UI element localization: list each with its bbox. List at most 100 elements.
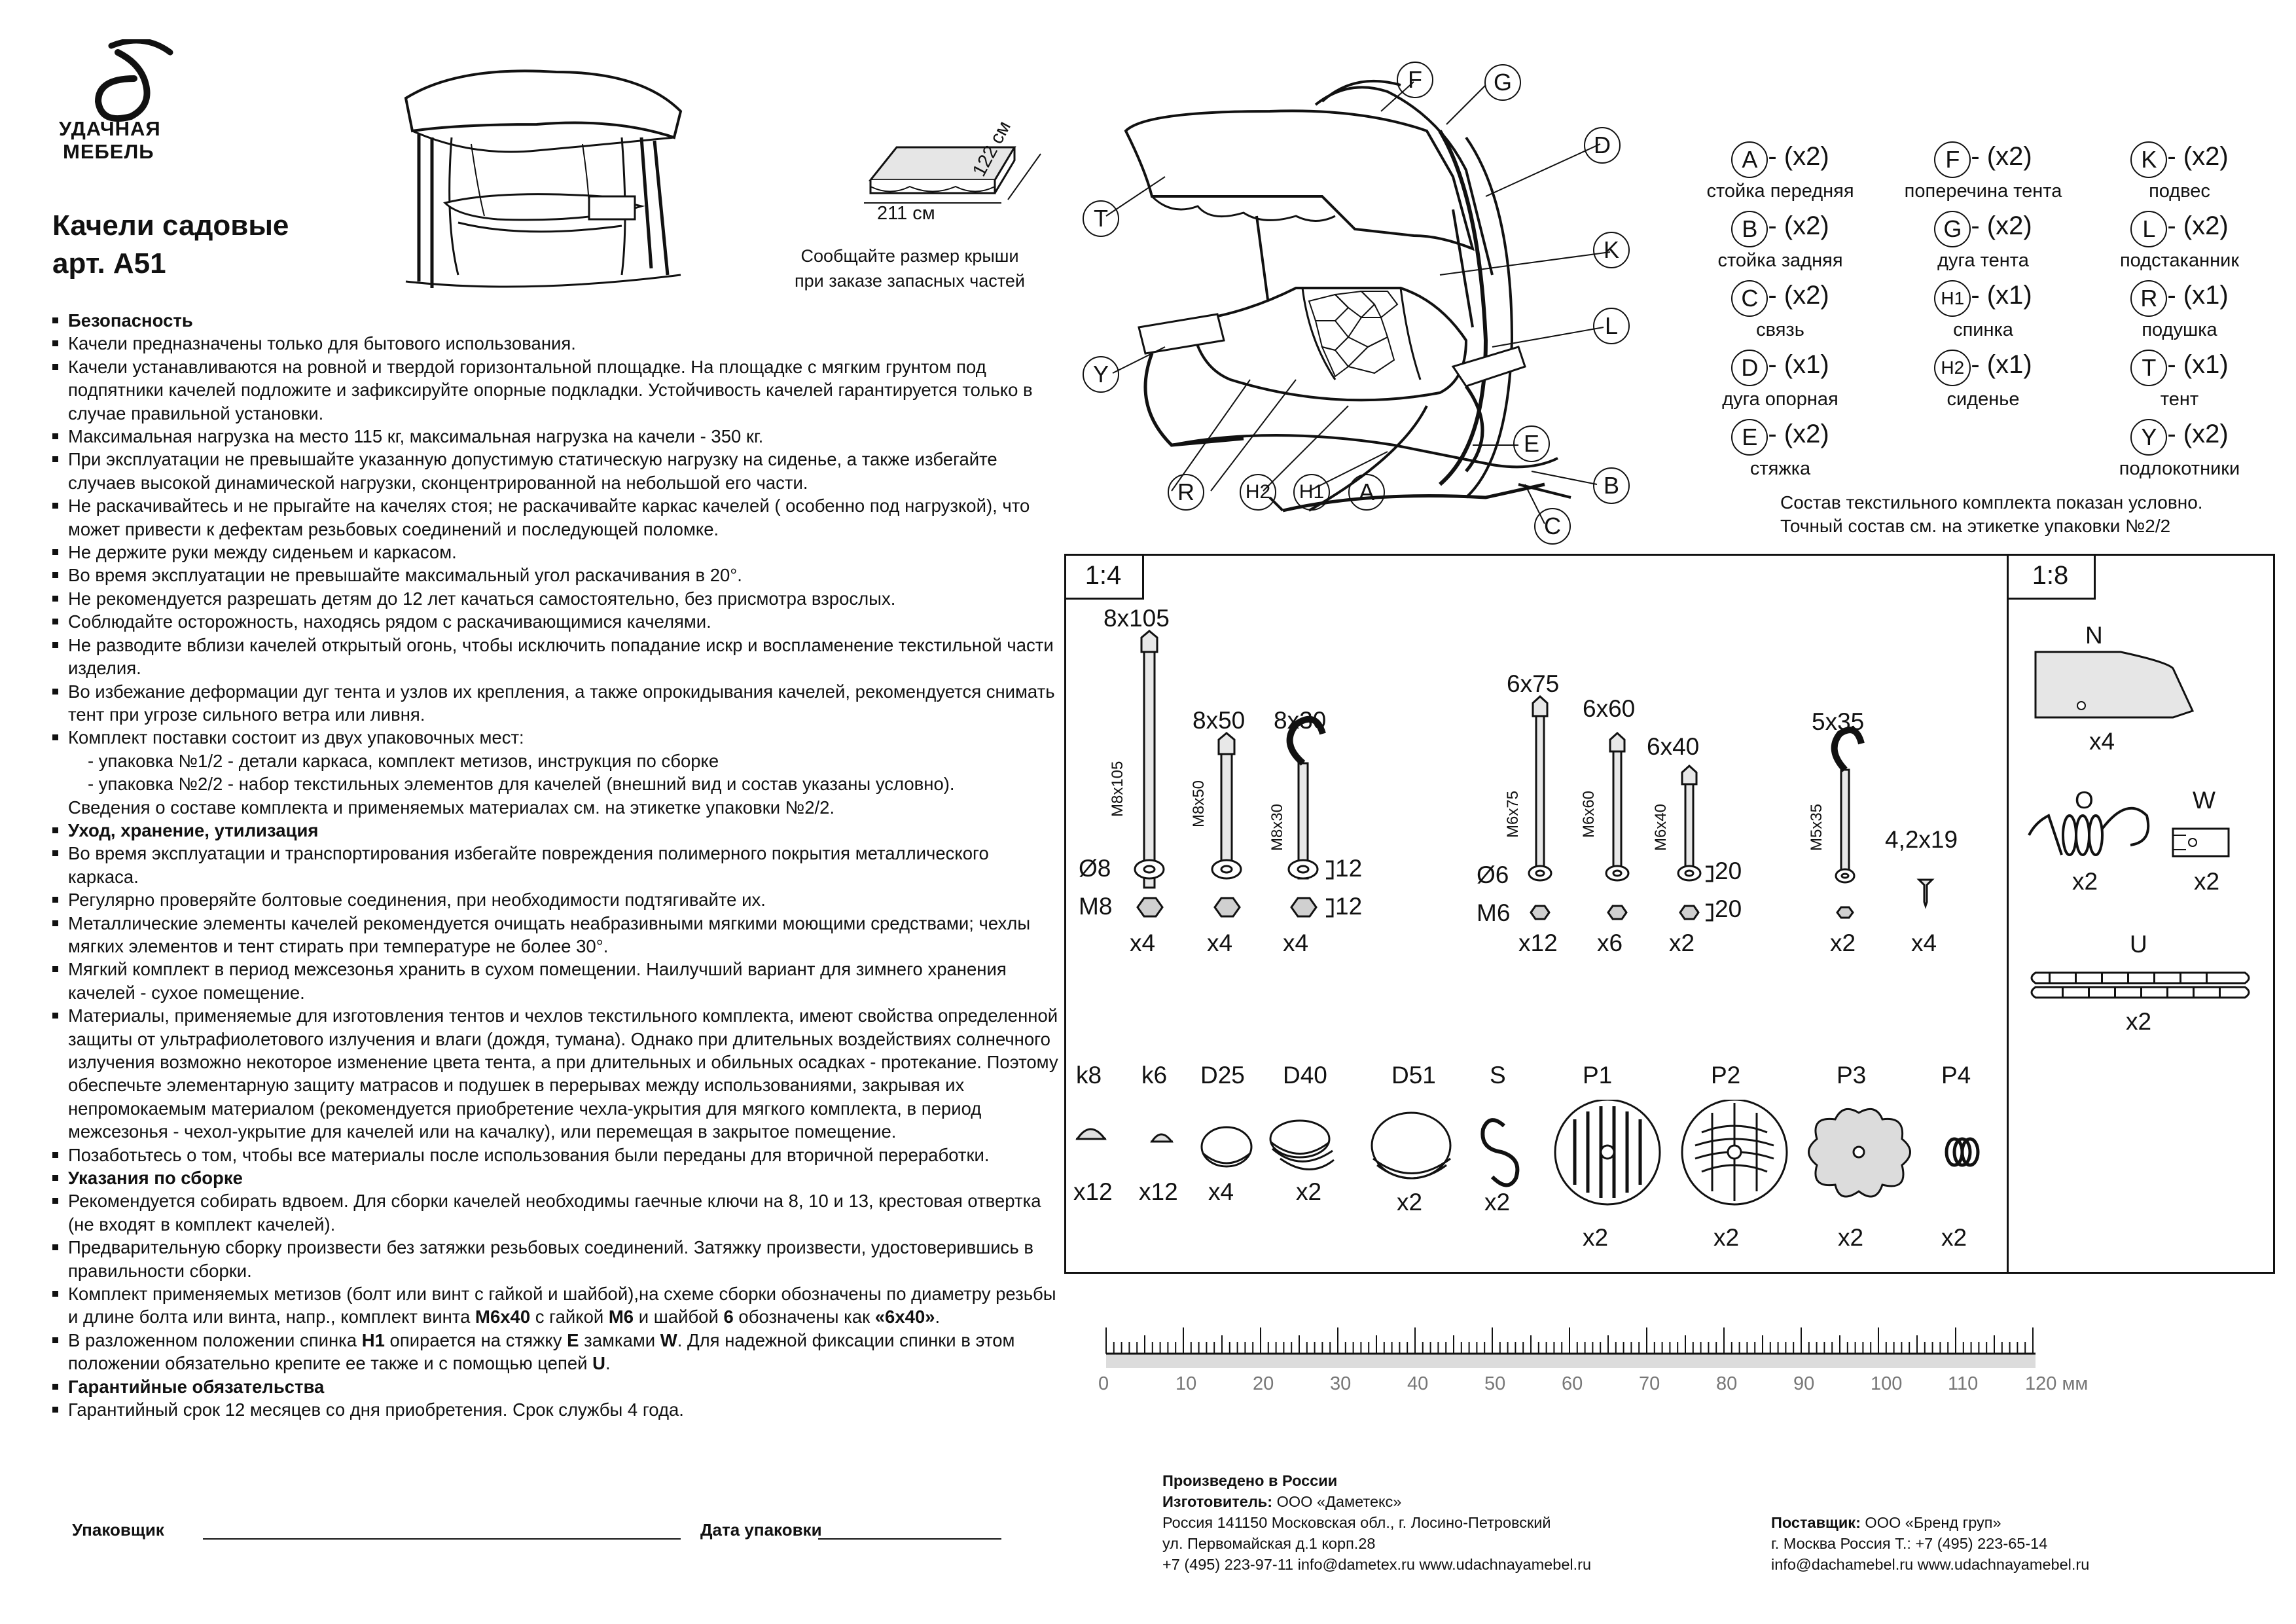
- instructions-text: Безопасность Качели предназначены только…: [51, 309, 1059, 1422]
- packer-label: Упаковщик: [72, 1520, 164, 1540]
- rule-item: Не держите руки между сиденьем и каркасо…: [51, 541, 1059, 564]
- cap-label: P2: [1711, 1062, 1741, 1089]
- nut-label-m8: M8: [1079, 893, 1113, 920]
- bolt-mark-m8x30: M8x30: [1268, 803, 1286, 851]
- callout-l: L: [1593, 308, 1630, 344]
- manufacturer-address-1: Россия 141150 Московская обл., г. Лосино…: [1162, 1514, 1551, 1531]
- callout-b: B: [1593, 467, 1630, 504]
- legend-item-b: B- (x2) стойка задняя: [1717, 211, 1843, 271]
- bolt-label-6x40: 6х40: [1647, 733, 1700, 760]
- washer-label-d6: Ø6: [1477, 861, 1509, 888]
- part-qty-u: x2: [2126, 1008, 2152, 1035]
- callout-t: T: [1083, 200, 1119, 237]
- bracket-washers-12: 12: [1335, 855, 1363, 882]
- roof-size-illustration: [864, 146, 1041, 204]
- rule-item: Рекомендуется собирать вдвоем. Для сборк…: [51, 1189, 1059, 1236]
- product-title: Качели садовые: [52, 209, 289, 242]
- screw-label-4-2x19: 4,2х19: [1885, 826, 1958, 853]
- cap-label: P1: [1583, 1062, 1613, 1089]
- packer-signature-line: [203, 1538, 681, 1540]
- bolt-label-8x30: 8х30: [1274, 707, 1327, 734]
- care-heading: Уход, хранение, утилизация: [51, 819, 1059, 842]
- roof-note-line1: Сообщайте размер крыши: [800, 246, 1019, 266]
- rule-subitem: - упаковка №2/2 - набор текстильных элем…: [88, 774, 955, 795]
- measuring-ruler: [1105, 1327, 2036, 1368]
- supplier-info: Поставщик: ООО «Бренд груп» г. Москва Ро…: [1771, 1512, 2269, 1575]
- ruler-tick-label: 30: [1330, 1373, 1352, 1394]
- ruler-tick-label: 120 мм: [2025, 1373, 2089, 1394]
- legend-item-k: K- (x2) подвес: [2081, 141, 2278, 202]
- callout-k: K: [1593, 232, 1630, 268]
- rule-item: Материалы, применяемые для изготовления …: [51, 1004, 1059, 1143]
- part-qty-o: x2: [2072, 868, 2098, 895]
- cap-qty: x12: [1073, 1178, 1113, 1205]
- ruler-tick-label: 80: [1716, 1373, 1738, 1394]
- pack-date-line: [818, 1538, 1001, 1540]
- part-label-w: W: [2193, 787, 2215, 814]
- rule-item: Гарантийный срок 12 месяцев со дня приоб…: [51, 1398, 1059, 1421]
- bracket-nuts-20: 20: [1715, 895, 1742, 922]
- legend-item-e: E- (x2) стяжка: [1682, 419, 1878, 480]
- ruler-tick-label: 70: [1639, 1373, 1660, 1394]
- cap-label: D40: [1283, 1062, 1327, 1089]
- manufacturer: Изготовитель: ООО «Даметекс»: [1162, 1493, 1402, 1510]
- legend-item-r: R- (x1) подушка: [2081, 280, 2278, 341]
- bolt-mark-m5x35: M5x35: [1808, 803, 1825, 851]
- brand-logo-icon: [94, 39, 173, 122]
- bolt-label-5x35: 5х35: [1812, 708, 1865, 735]
- bolt-qty: x4: [1283, 929, 1309, 956]
- manufacturer-address-2: ул. Первомайская д.1 корп.28: [1162, 1535, 1376, 1552]
- ruler-tick-label: 100: [1871, 1373, 1903, 1394]
- legend-item-d: D- (x1) дуга опорная: [1722, 350, 1839, 410]
- rule-subitem: - упаковка №1/2 - детали каркаса, компле…: [88, 750, 719, 771]
- brand-logo: УДАЧНАЯ МЕБЕЛЬ: [46, 39, 177, 170]
- callout-f: F: [1397, 62, 1433, 98]
- cap-qty: x2: [1397, 1189, 1423, 1216]
- rule-item: Комплект поставки состоит из двух упаков…: [51, 726, 1059, 749]
- warranty-heading: Гарантийные обязательства: [51, 1375, 1059, 1398]
- legend-item-h2: H2- (x1) сиденье: [1885, 350, 2081, 410]
- supplier-address: г. Москва Россия Т.: +7 (495) 223-65-14: [1771, 1535, 2048, 1552]
- cap-label: P3: [1837, 1062, 1867, 1089]
- cap-qty: x2: [1296, 1178, 1322, 1205]
- part-label-o: O: [2075, 787, 2094, 814]
- legend-item-t: T- (x1) тент: [2081, 350, 2278, 410]
- cap-label: S: [1490, 1062, 1506, 1089]
- producer-info: Произведено в России Изготовитель: ООО «…: [1162, 1470, 1751, 1575]
- bolt-qty: x12: [1518, 929, 1558, 956]
- cap-label: D25: [1200, 1062, 1245, 1089]
- callout-a: A: [1348, 474, 1385, 511]
- rule-item: Металлические элементы качелей рекоменду…: [51, 912, 1059, 958]
- ruler-tick-label: 10: [1175, 1373, 1197, 1394]
- rule-item: Предварительную сборку произвести без за…: [51, 1236, 1059, 1282]
- cap-qty: x2: [1583, 1224, 1609, 1251]
- rule-item: Соблюдайте осторожность, находясь рядом …: [51, 610, 1059, 633]
- cap-label: k8: [1076, 1062, 1102, 1089]
- part-qty-n: x4: [2089, 728, 2115, 755]
- rule-item: Во избежание деформации дуг тента и узло…: [51, 680, 1059, 727]
- bolt-mark-m6x40: M6x40: [1652, 803, 1670, 851]
- rule-item: Качели предназначены только для бытового…: [51, 332, 1059, 355]
- textile-note-line1: Состав текстильного комплекта показан ус…: [1780, 492, 2203, 513]
- callout-d: D: [1584, 127, 1621, 164]
- rule-item: Не раскачивайтесь и не прыгайте на качел…: [51, 494, 1059, 541]
- bolt-qty: x4: [1130, 929, 1156, 956]
- made-in-russia: Произведено в России: [1162, 1472, 1338, 1489]
- swing-thumbnail-illustration: [404, 69, 683, 288]
- cap-label: D51: [1391, 1062, 1436, 1089]
- callout-h1: H1: [1293, 474, 1330, 511]
- callout-c: C: [1534, 508, 1571, 545]
- callout-g: G: [1484, 64, 1521, 101]
- part-label-u: U: [2130, 931, 2147, 958]
- rule-item: Не рекомендуется разрешать детям до 12 л…: [51, 587, 1059, 610]
- legend-item-g: G- (x2) дуга тента: [1885, 211, 2081, 272]
- rule-subitem: Сведения о составе комплекта и применяем…: [68, 797, 835, 818]
- ruler-tick-label: 50: [1484, 1373, 1506, 1394]
- bolt-mark-m6x60: M6x60: [1580, 790, 1598, 838]
- ruler-tick-label: 0: [1098, 1373, 1109, 1394]
- callout-e: E: [1513, 425, 1550, 462]
- part-qty-w: x2: [2194, 868, 2220, 895]
- side-parts-illustration: [2028, 651, 2250, 999]
- bracket-nuts-12: 12: [1335, 893, 1363, 920]
- cap-qty: x2: [1941, 1224, 1967, 1251]
